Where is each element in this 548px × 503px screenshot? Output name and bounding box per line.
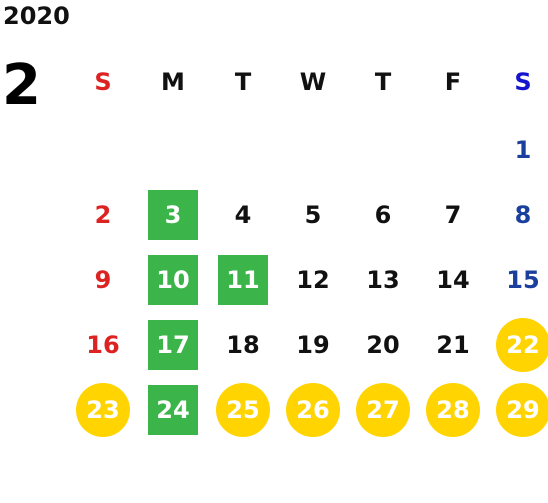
day-cell[interactable]: 2	[94, 201, 112, 229]
day-cell[interactable]: 19	[296, 331, 330, 359]
day-cell[interactable]: 15	[506, 266, 540, 294]
weekday-header-saturday: S	[514, 68, 532, 96]
day-cell[interactable]: 24	[148, 385, 198, 435]
day-cell[interactable]: 7	[444, 201, 462, 229]
day-cell[interactable]: 17	[148, 320, 198, 370]
weekday-header-thursday: T	[374, 68, 392, 96]
day-cell[interactable]: 26	[286, 383, 340, 437]
day-cell[interactable]: 9	[94, 266, 112, 294]
day-cell[interactable]: 27	[356, 383, 410, 437]
day-cell[interactable]: 18	[226, 331, 260, 359]
weekday-header-sunday: S	[94, 68, 112, 96]
weekday-header-friday: F	[444, 68, 462, 96]
day-cell[interactable]: 5	[304, 201, 322, 229]
weekday-header-wednesday: W	[299, 68, 327, 96]
day-cell[interactable]: 3	[148, 190, 198, 240]
day-cell[interactable]: 16	[86, 331, 120, 359]
month-label: 2	[2, 53, 41, 118]
day-cell[interactable]: 28	[426, 383, 480, 437]
day-cell[interactable]: 10	[148, 255, 198, 305]
year-label: 2020	[3, 2, 70, 30]
day-cell[interactable]: 14	[436, 266, 470, 294]
day-cell[interactable]: 12	[296, 266, 330, 294]
day-cell[interactable]: 21	[436, 331, 470, 359]
day-cell[interactable]: 25	[216, 383, 270, 437]
day-cell[interactable]: 4	[234, 201, 252, 229]
day-cell[interactable]: 11	[218, 255, 268, 305]
day-cell[interactable]: 6	[374, 201, 392, 229]
day-cell[interactable]: 20	[366, 331, 400, 359]
day-cell[interactable]: 23	[76, 383, 130, 437]
day-cell[interactable]: 8	[514, 201, 532, 229]
day-cell[interactable]: 13	[366, 266, 400, 294]
weekday-header-tuesday: T	[234, 68, 252, 96]
day-cell[interactable]: 29	[496, 383, 548, 437]
day-cell[interactable]: 1	[514, 136, 532, 164]
day-cell[interactable]: 22	[496, 318, 548, 372]
weekday-header-monday: M	[161, 68, 185, 96]
